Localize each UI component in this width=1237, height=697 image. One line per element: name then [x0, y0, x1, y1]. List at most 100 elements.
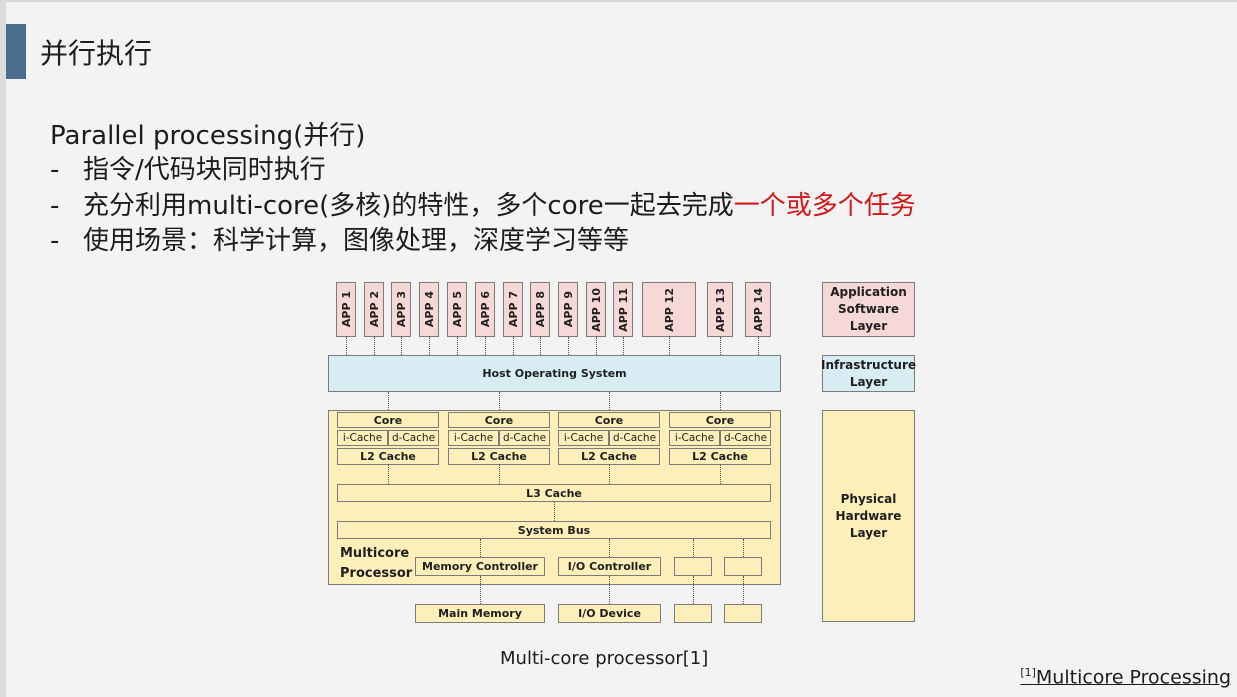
l2-cache-box: L2 Cache	[448, 448, 550, 465]
app-box: APP 7	[503, 282, 523, 337]
multicore-label-line2: Processor	[340, 566, 413, 581]
bullet-2: -充分利用multi-core(多核)的特性，多个core一起去完成一个或多个任…	[50, 189, 916, 223]
connector-line	[596, 337, 597, 355]
multicore-label-line1: Multicore	[340, 546, 410, 561]
connector-line	[388, 465, 389, 484]
app-label: APP 7	[506, 291, 520, 328]
app-box: APP 8	[530, 282, 550, 337]
l2-cache-box: L2 Cache	[669, 448, 771, 465]
io-controller-box: I/O Controller	[558, 557, 661, 576]
connector-line	[401, 337, 402, 355]
core-box: Core	[669, 412, 771, 428]
multicore-label: Multicore Processor	[340, 544, 412, 584]
core-box: Core	[337, 412, 439, 428]
reference-link[interactable]: [1]Multicore Processing	[1020, 666, 1231, 688]
app-box: APP 3	[391, 282, 411, 337]
reference-text: Multicore Processing	[1035, 666, 1231, 689]
system-bus-box: System Bus	[337, 521, 771, 539]
bullet-dash: -	[50, 155, 60, 185]
bullet-2-text: 充分利用multi-core(多核)的特性，多个core一起去完成	[83, 191, 734, 221]
connector-line	[374, 337, 375, 355]
connector-line	[609, 576, 610, 604]
app-box: APP 4	[419, 282, 439, 337]
app-label: APP 2	[367, 291, 381, 328]
app-box: APP 1	[336, 282, 356, 337]
connector-line	[609, 465, 610, 484]
connector-line	[758, 337, 759, 355]
extra-device-box	[674, 604, 712, 623]
connector-line	[499, 392, 500, 410]
bullet-1: -指令/代码块同时执行	[50, 153, 326, 187]
app-label: APP 3	[394, 291, 408, 328]
title-accent-bar	[6, 24, 26, 79]
connector-line	[457, 337, 458, 355]
icache-box: i-Cache	[669, 430, 720, 446]
app-label: APP 11	[616, 287, 630, 332]
connector-line	[480, 576, 481, 604]
connector-line	[540, 337, 541, 355]
l3-cache-box: L3 Cache	[337, 484, 771, 502]
bullet-2-highlight: 一个或多个任务	[733, 191, 916, 221]
connector-line	[568, 337, 569, 355]
app-label: APP 8	[533, 291, 547, 328]
app-label: APP 4	[422, 291, 436, 328]
connector-line	[693, 539, 694, 557]
app-box: APP 11	[613, 282, 633, 337]
app-label: APP 13	[713, 287, 727, 332]
connector-line	[623, 337, 624, 355]
dcache-box: d-Cache	[499, 430, 550, 446]
icache-box: i-Cache	[337, 430, 388, 446]
bullet-1-text: 指令/代码块同时执行	[83, 155, 326, 185]
connector-line	[388, 392, 389, 410]
app-label: APP 9	[561, 291, 575, 328]
connector-line	[609, 392, 610, 410]
reference-marker: [1]	[1020, 666, 1036, 679]
icache-box: i-Cache	[558, 430, 609, 446]
memory-controller-box: Memory Controller	[415, 557, 545, 576]
connector-line	[743, 539, 744, 557]
app-box: APP 2	[364, 282, 384, 337]
app-label: APP 5	[450, 291, 464, 328]
host-os-box: Host Operating System	[328, 355, 781, 392]
connector-line	[720, 465, 721, 484]
app-label: APP 14	[751, 287, 765, 332]
l2-cache-box: L2 Cache	[337, 448, 439, 465]
connector-line	[743, 576, 744, 604]
dcache-box: d-Cache	[720, 430, 771, 446]
io-device-box: I/O Device	[558, 604, 661, 623]
connector-line	[720, 392, 721, 410]
app-box: APP 12	[642, 282, 696, 337]
l2-cache-box: L2 Cache	[558, 448, 660, 465]
extra-device-box	[724, 604, 762, 623]
app-label: APP 10	[589, 287, 603, 332]
bullet-dash: -	[50, 226, 60, 256]
app-label: APP 6	[478, 291, 492, 328]
slide-left-border	[0, 0, 6, 697]
diagram-caption: Multi-core processor[1]	[500, 648, 709, 669]
extra-controller-box	[724, 557, 762, 576]
connector-line	[513, 337, 514, 355]
app-box: APP 6	[475, 282, 495, 337]
app-label: APP 1	[339, 291, 353, 328]
app-box: APP 13	[707, 282, 733, 337]
app-box: APP 5	[447, 282, 467, 337]
connector-line	[693, 576, 694, 604]
core-box: Core	[448, 412, 550, 428]
icache-box: i-Cache	[448, 430, 499, 446]
dcache-box: d-Cache	[388, 430, 439, 446]
multicore-processor-block	[328, 410, 781, 585]
connector-line	[346, 337, 347, 355]
bullet-3-text: 使用场景：科学计算，图像处理，深度学习等等	[83, 226, 630, 256]
app-box: APP 10	[586, 282, 606, 337]
core-box: Core	[558, 412, 660, 428]
connector-line	[609, 539, 610, 557]
app-label: APP 12	[662, 287, 676, 332]
connector-line	[485, 337, 486, 355]
dcache-box: d-Cache	[609, 430, 660, 446]
connector-line	[429, 337, 430, 355]
bullet-3: -使用场景：科学计算，图像处理，深度学习等等	[50, 224, 629, 258]
connector-line	[554, 502, 555, 521]
physical-layer-label: Physical Hardware Layer	[822, 410, 915, 622]
extra-controller-box	[674, 557, 712, 576]
